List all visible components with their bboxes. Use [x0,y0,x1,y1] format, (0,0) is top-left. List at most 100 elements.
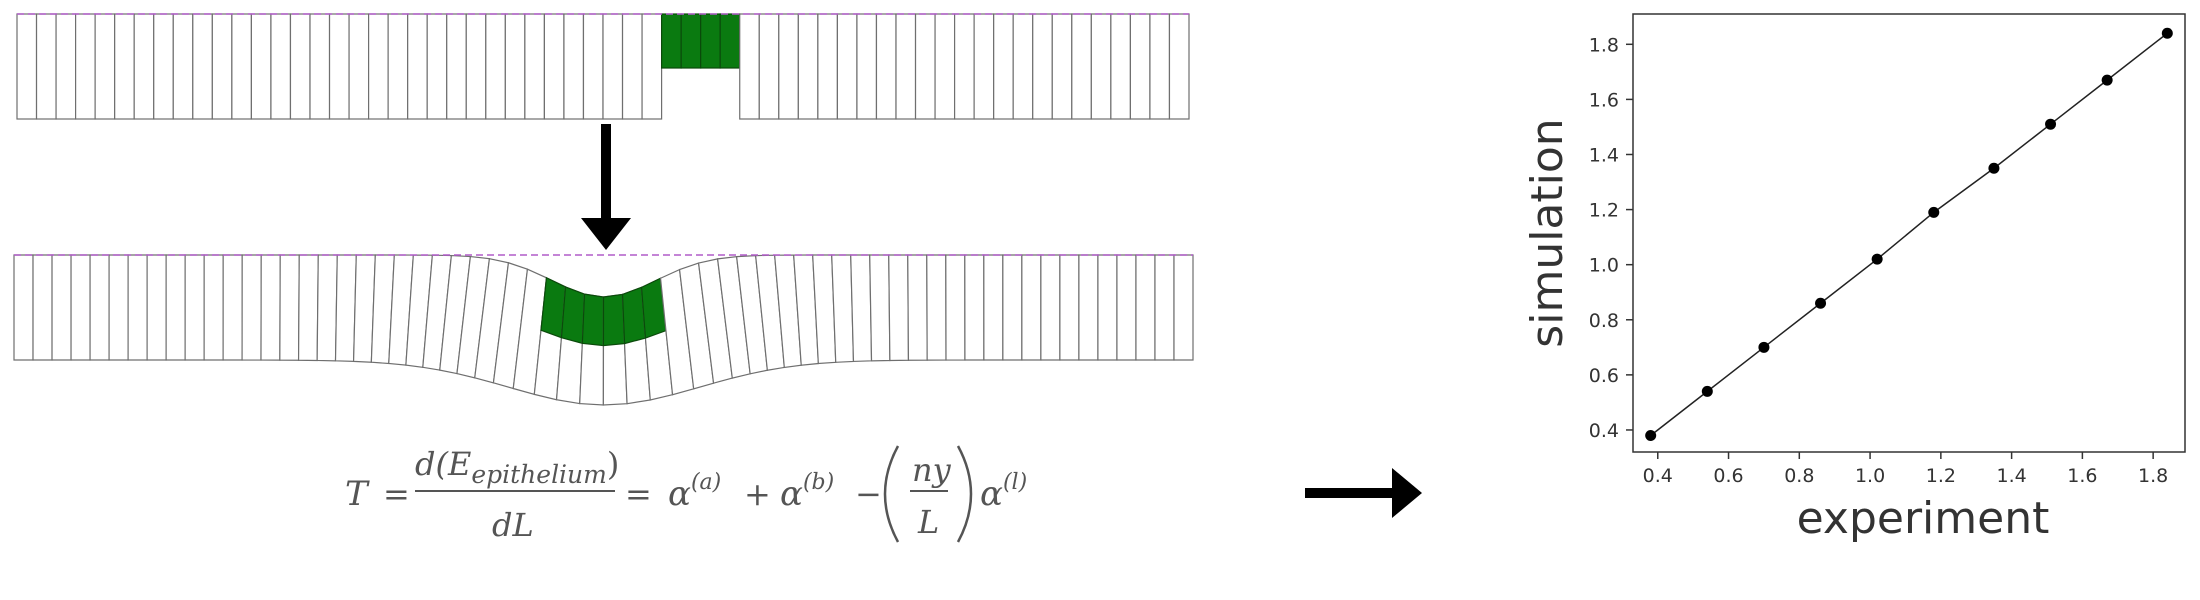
epithelial-cell [51,254,72,361]
epithelial-cell [1168,13,1190,120]
data-point [2101,74,2113,86]
epithelial-cell [316,254,338,362]
epithelial-cell [1021,254,1042,361]
epithelial-cell [231,13,253,120]
epithelial-cell [1097,254,1118,361]
epithelial-cell [831,254,855,363]
epithelial-cell [1002,254,1023,361]
right-paren [956,445,973,543]
epithelial-cell [387,13,409,120]
equation-lhs: T [345,474,370,514]
epithelial-cell [127,254,148,361]
epithelial-cell [524,13,545,120]
numerator-close: ) [607,445,619,483]
epithelial-cell [94,13,116,120]
epithelial-cell [1032,13,1053,120]
flat-epithelium-diagram [16,13,1190,120]
y-tick-label: 0.6 [1589,365,1619,387]
epithelial-cell [856,13,878,120]
data-point [1758,341,1770,353]
tension-equation: T = d(Eepithelium) dL = α(a) + α(b) − ny… [345,445,1027,544]
x-tick-label: 0.4 [1643,465,1673,487]
epithelial-cell [114,13,135,120]
epithelial-cell [55,13,77,120]
epithelial-cell [1090,13,1112,120]
left-paren [883,445,900,543]
epithelial-cell [602,13,624,120]
epithelial-cell [348,13,370,120]
epithelial-cell [621,13,643,120]
epithelial-cell [211,13,233,120]
constricting-cell [581,293,605,347]
epithelial-cell [16,13,38,120]
epithelial-cell [964,254,985,361]
constricting-cell [700,13,721,69]
epithelial-cell [289,13,311,120]
epithelial-cell [778,13,799,120]
epithelial-cell [1078,254,1099,361]
data-point [1815,297,1827,309]
epithelial-cell [641,13,663,120]
data-point [1701,385,1713,397]
constricting-cell [560,286,586,345]
y-tick-label: 1.0 [1589,255,1619,277]
fraction2-denominator: L [917,503,939,541]
plus-sign: + [744,475,771,513]
epithelial-cell [1149,13,1171,120]
epithelial-cell [165,254,186,361]
epithelial-cell [89,254,110,361]
epithelial-cell [945,254,966,361]
y-tick-label: 0.4 [1589,420,1619,442]
equation-numerator: d(Eepithelium) [415,445,619,489]
y-axis-label: simulation [1522,118,1573,347]
epithelial-cell [953,13,975,120]
down-arrow-icon [581,124,631,250]
data-point [2161,27,2173,39]
epithelial-cell [869,254,891,362]
right-arrow-icon [1305,468,1422,518]
x-tick-label: 1.0 [1855,465,1885,487]
x-tick-label: 0.6 [1713,465,1743,487]
epithelial-cell [133,13,155,120]
term-alpha-l: α(l) [980,470,1027,514]
epithelial-cell [1173,254,1194,361]
epithelial-cell [74,13,96,120]
constricting-cell [680,13,702,69]
epithelial-cell [1012,13,1034,120]
epithelial-cell [297,254,319,362]
y-tick-label: 1.8 [1589,34,1619,56]
x-tick-label: 1.2 [1926,465,1956,487]
equation-equals-2: = [625,475,652,513]
epithelial-cell [108,254,129,361]
epithelial-cell [153,13,174,120]
term-alpha-a: α(a) [668,470,721,514]
y-tick-label: 0.8 [1589,310,1619,332]
epithelial-cell [543,13,565,120]
epithelial-cell [1040,254,1061,361]
epithelial-cell [446,13,467,120]
epithelial-cell [260,254,281,361]
epithelial-cell [32,254,53,361]
epithelial-cell [758,13,780,120]
epithelial-cell [926,254,947,361]
epithelial-cell [241,254,262,361]
data-point [1645,429,1657,441]
minus-sign: − [855,475,882,513]
epithelial-cell [850,254,873,363]
epithelial-cell [426,13,448,120]
epithelial-cell [582,13,604,120]
epithelial-cell [895,13,917,120]
epithelial-cell [1051,13,1073,120]
x-axis-label: experiment [1797,493,2050,544]
fraction2-numerator: ny [912,451,952,489]
epithelial-cell [1059,254,1080,361]
epithelial-cell [875,13,897,120]
epithelial-cell [270,13,292,120]
epithelial-cell [504,13,526,120]
invaginated-epithelium-diagram [13,254,1194,406]
numerator-main: d(E [415,445,471,483]
epithelial-cell [279,254,300,361]
y-axis-ticks: 0.40.60.81.01.21.41.61.8 [1589,34,1633,442]
